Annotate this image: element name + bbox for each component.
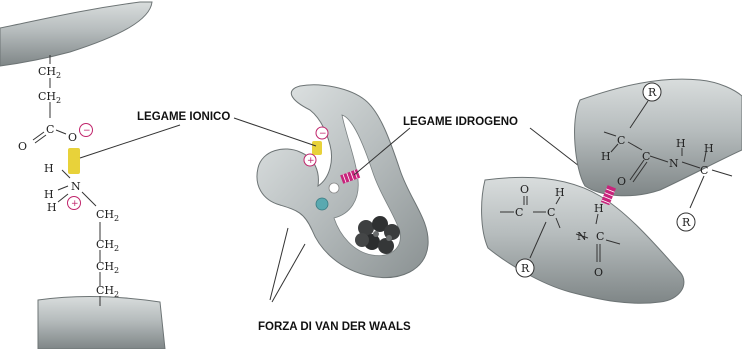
o-label-3: O bbox=[594, 266, 603, 279]
h-label-4: H bbox=[555, 186, 565, 199]
center-minus-charge-label: − bbox=[319, 129, 327, 139]
plus-charge-label: + bbox=[71, 199, 79, 209]
c-label-4: C bbox=[515, 206, 523, 219]
ionic-bond-label: LEGAME IONICO bbox=[137, 111, 230, 123]
h-label-3: H bbox=[704, 142, 714, 155]
carbon-label: C bbox=[46, 123, 54, 136]
ch2-label-3: CH2 bbox=[96, 208, 119, 223]
nitrogen-label: N bbox=[71, 180, 81, 193]
c-label-6: C bbox=[596, 230, 604, 243]
c-label-1: C bbox=[617, 134, 625, 147]
minus-charge-label: − bbox=[83, 126, 91, 136]
r-label-1: R bbox=[648, 86, 657, 99]
ionic-bond-marker bbox=[68, 148, 80, 174]
center-plus-charge-label: + bbox=[307, 156, 315, 166]
ch2-label-6: CH2 bbox=[96, 284, 119, 299]
h-label-2: H bbox=[676, 137, 686, 150]
n-label-2: N bbox=[577, 230, 587, 243]
ionic-pointer-center bbox=[234, 118, 316, 146]
hydrogen-label-1: H bbox=[44, 162, 54, 175]
left-panel: CH2 CH2 C O O − H H H N + CH2 CH2 CH2 CH… bbox=[0, 2, 165, 349]
hydrogen-bond-label: LEGAME IDROGENO bbox=[403, 116, 518, 128]
hydrogen-label-2: H bbox=[44, 188, 54, 201]
hydrogen-atom-icon bbox=[329, 183, 339, 193]
o-label-1: O bbox=[617, 175, 626, 188]
right-panel: R C H C N H C H O R bbox=[482, 79, 742, 303]
ch2-label-4: CH2 bbox=[96, 238, 119, 253]
c-label-2: C bbox=[642, 150, 650, 163]
center-ionic-bond-marker bbox=[312, 141, 322, 155]
h-label-1: H bbox=[601, 150, 611, 163]
ch2-label-5: CH2 bbox=[96, 260, 119, 275]
oxygen-single-label: O bbox=[68, 131, 77, 144]
polar-atom-icon bbox=[316, 198, 328, 210]
r-label-2: R bbox=[682, 216, 691, 229]
n-label-1: N bbox=[669, 157, 679, 170]
c-label-3: C bbox=[700, 164, 708, 177]
ch2-label-2: CH2 bbox=[38, 90, 61, 105]
ch2-label-1: CH2 bbox=[38, 65, 61, 80]
o-label-2: O bbox=[520, 183, 529, 196]
c-label-5: C bbox=[547, 206, 555, 219]
h-label-5: H bbox=[594, 202, 604, 215]
hydrogen-label-3: H bbox=[47, 201, 57, 214]
ionic-pointer-left bbox=[80, 125, 180, 158]
bottom-protein-strand bbox=[38, 296, 165, 349]
oxygen-double-label: O bbox=[18, 140, 27, 153]
van-der-waals-label: FORZA DI VAN DER WAALS bbox=[258, 321, 411, 333]
r-label-3: R bbox=[521, 262, 530, 275]
top-protein-strand bbox=[0, 2, 152, 66]
